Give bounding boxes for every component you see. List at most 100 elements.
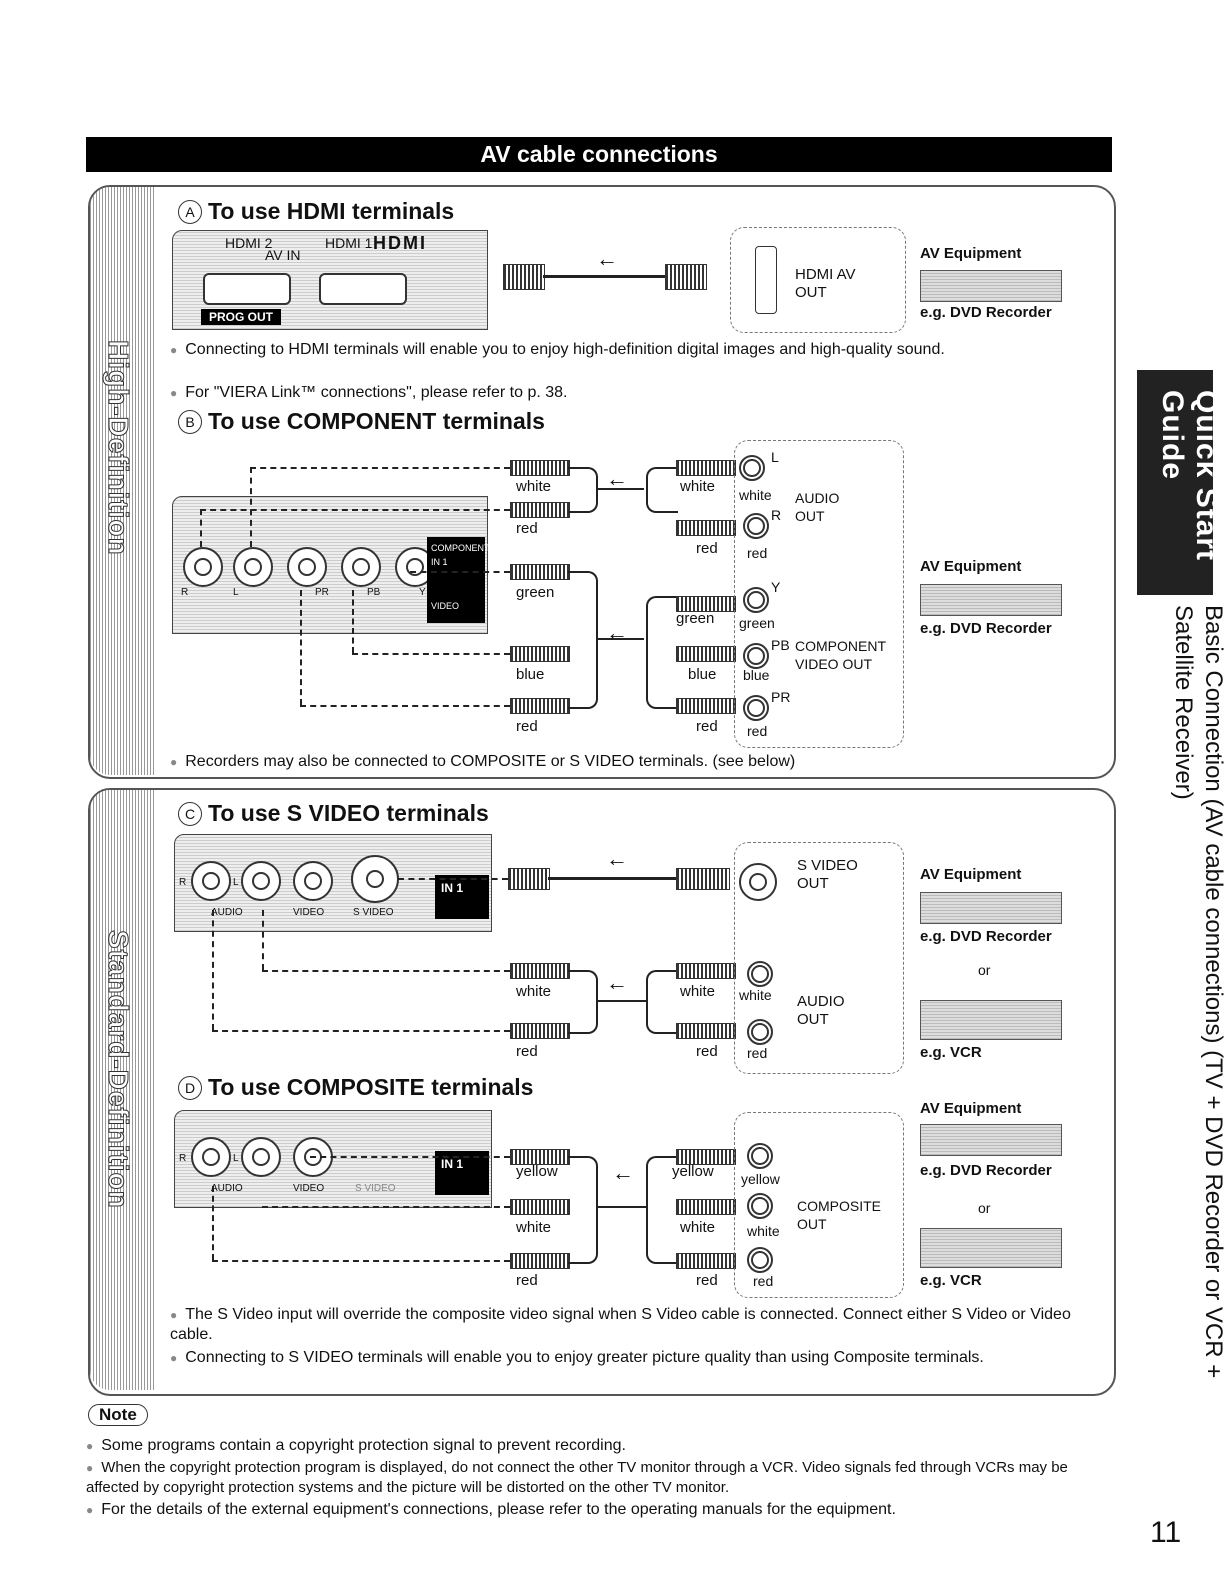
vcr-icon: [920, 1000, 1062, 1040]
note-d-1: The S Video input will override the comp…: [170, 1305, 1080, 1344]
white-wire-v: [250, 467, 252, 547]
video-link: [596, 638, 644, 640]
example2-label-c: e.g. VCR: [920, 1044, 982, 1061]
cable-label-white-d-r: white: [680, 1219, 716, 1236]
or-label-d: or: [978, 1200, 991, 1216]
hdmi-device-port: [755, 246, 777, 314]
hdmi2-label: HDMI 2: [225, 235, 273, 251]
svideo-device-box: S VIDEO OUT white red AUDIO OUT: [734, 842, 904, 1074]
white-wire-c-v: [262, 910, 264, 970]
audio-label-d: AUDIO: [211, 1183, 243, 1194]
dvd-recorder-icon: [920, 1124, 1062, 1156]
high-definition-label: High-Definition: [103, 340, 135, 557]
l-label: L: [233, 587, 239, 598]
white-plug-left-c: [510, 963, 570, 979]
y-label: Y: [419, 587, 426, 598]
arrow-left-icon: ←: [612, 1160, 634, 1185]
pb-jack: [341, 547, 381, 587]
audio-bundle-right-c: [646, 970, 678, 1034]
red-wire-v: [200, 509, 202, 547]
white-wire: [250, 467, 510, 469]
cable-label-red2-r: red: [696, 718, 718, 735]
l-label-d: L: [233, 1153, 239, 1164]
audio-bundle-left: [568, 467, 598, 513]
note-d-2: Connecting to S VIDEO terminals will ena…: [170, 1348, 1080, 1368]
hdmi-plug-right: [665, 264, 707, 290]
audio-l-jack: [233, 547, 273, 587]
dev-white: white: [739, 487, 772, 503]
example1-label-d: e.g. DVD Recorder: [920, 1162, 1052, 1179]
audio-r-jack: [183, 547, 223, 587]
cable-label-blue-r: blue: [688, 666, 717, 683]
right-vertical-title: Basic Connection (AV cable connections) …: [1170, 605, 1226, 1379]
cable-label-white-c: white: [516, 983, 552, 1000]
audio-l-out-jack: [747, 961, 773, 987]
svideo-label: S VIDEO: [353, 907, 394, 918]
r-label: R: [181, 587, 189, 598]
audio-l-jack: [241, 1137, 281, 1177]
quick-start-label: Quick Start Guide: [1156, 390, 1223, 562]
cable-label-red-d-r: red: [696, 1272, 718, 1289]
standard-definition-band: [90, 790, 156, 1390]
component-block: COMPONENT IN 1 VIDEO: [427, 537, 490, 623]
audio-l-out-jack: [739, 455, 765, 481]
pr-plug-left: [510, 698, 570, 714]
audio-bundle-left-c: [568, 970, 598, 1034]
red-wire: [200, 509, 510, 511]
tv-hdmi-panel: HDMI 2 AV IN HDMI 1 HDMI PROG OUT: [172, 230, 488, 330]
dev-red-d: red: [753, 1273, 774, 1289]
svideo-cable: [548, 877, 676, 880]
dev-white-c: white: [739, 987, 772, 1003]
prog-out-label: PROG OUT: [201, 309, 282, 325]
example-label-a: e.g. DVD Recorder: [920, 304, 1052, 321]
note-b: Recorders may also be connected to COMPO…: [170, 752, 1090, 772]
dev-white-d: white: [747, 1223, 780, 1239]
green-wire: [410, 571, 510, 573]
red-wire-c: [212, 1030, 510, 1032]
dev-red2: red: [747, 723, 768, 739]
r-label-d: R: [179, 1153, 187, 1164]
note-a-2: For "VIERA Link™ connections", please re…: [170, 383, 1090, 403]
av-equipment-label-a: AV Equipment: [920, 245, 1022, 262]
cable-label-red: red: [516, 520, 538, 537]
cable-label-white-r: white: [680, 478, 716, 495]
component-out-label: COMPONENT VIDEO OUT: [795, 638, 886, 672]
pr-label: PR: [315, 587, 329, 598]
quick-start-tab: Quick Start Guide: [1137, 370, 1223, 595]
cable-label-red2: red: [516, 718, 538, 735]
composite-device-box: yellow white red COMPOSITE OUT: [734, 1112, 904, 1298]
in1-block: IN 1: [435, 875, 489, 919]
pb-out-jack: [743, 643, 769, 669]
red-plug-right: [676, 520, 736, 536]
cable-label-white-c-r: white: [680, 983, 716, 1000]
white-plug-left: [510, 460, 570, 476]
video-label-d: VIDEO: [293, 1183, 325, 1194]
red-wire-d-v: [212, 1186, 214, 1260]
component-device-box: L white R red AUDIO OUT Y green PB blue …: [734, 440, 904, 748]
example1-label-c: e.g. DVD Recorder: [920, 928, 1052, 945]
tv-composite-panel: R L AUDIO VIDEO S VIDEO IN 1: [174, 1110, 492, 1208]
av-equipment-label-d: AV Equipment: [920, 1100, 1022, 1117]
video-bundle-left: [568, 571, 598, 709]
audio-r-jack: [191, 861, 231, 901]
av-equipment-label-b: AV Equipment: [920, 558, 1022, 575]
section-c-letter: C: [178, 802, 202, 826]
dev-red-c: red: [747, 1045, 768, 1061]
svideo-plug-right: [676, 868, 730, 890]
video-jack: [293, 861, 333, 901]
hdmi1-port: [319, 273, 407, 305]
dev-blue: blue: [743, 667, 770, 683]
blue-plug-right: [676, 646, 736, 662]
r-label: R: [179, 877, 187, 888]
svideo-plug-left: [508, 868, 550, 890]
hdmi-cable: [543, 275, 665, 278]
video-label: VIDEO: [293, 907, 325, 918]
dev-green: green: [739, 615, 775, 631]
arrow-left-icon: ←: [606, 620, 628, 645]
green-plug-left: [510, 564, 570, 580]
svideo-out-label: S VIDEO OUT: [797, 857, 858, 892]
section-a-letter: A: [178, 200, 202, 224]
red-plug-left: [510, 502, 570, 518]
standard-definition-label: Standard-Definition: [103, 930, 135, 1210]
